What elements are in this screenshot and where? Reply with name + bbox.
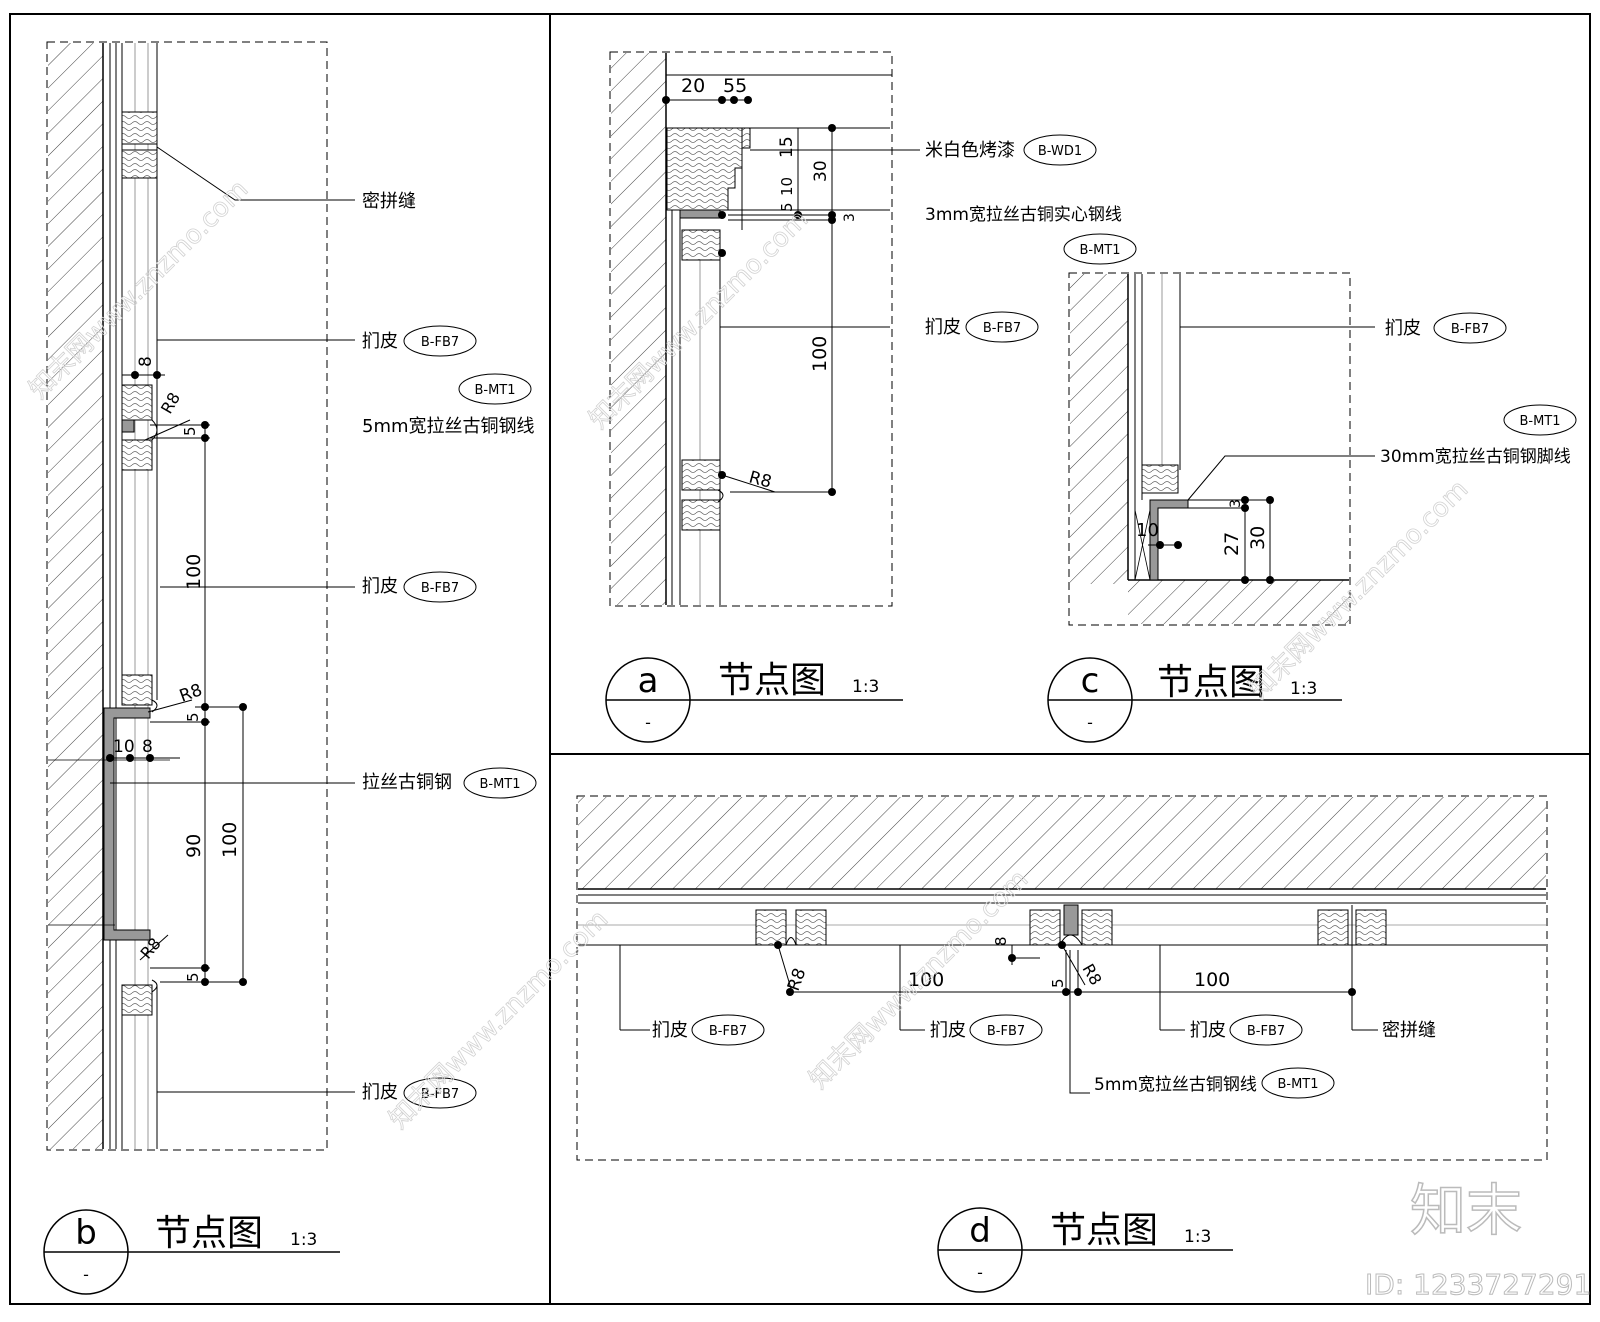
detail-a-title: 节点图 [718,660,826,701]
detail-a-frame [609,51,893,607]
detail-b-dim-5b: 5 [184,712,202,722]
detail-c-dim-10: 10 [1136,520,1159,541]
detail-c-label-skirting: 30mm宽拉丝古铜钢脚线 [1380,447,1571,467]
detail-c-code-fb7: B-FB7 [1451,322,1489,337]
detail-b-dim-r8a: R8 [157,389,184,417]
detail-d-steel-line [1063,904,1079,936]
detail-a-molding [666,127,751,211]
detail-a-dim-10: 10 [778,177,796,196]
detail-b-label-leather-3: 扪皮 [362,1082,398,1103]
detail-a-dim-15: 15 [777,136,797,158]
detail-d-label-leather-1: 扪皮 [652,1020,688,1041]
detail-b: 8 R8 5 100 R8 5 10 8 90 100 R8 5 密拼缝 扪皮 … [43,41,537,1295]
detail-a-dim-r8: R8 [747,468,774,493]
detail-d-wall [578,797,1546,889]
detail-b-wall [48,43,103,1149]
detail-a-code-wd1: B-WD1 [1038,144,1082,159]
detail-c-dim-3: 3 [1228,499,1244,508]
detail-c-floor [1128,580,1349,624]
detail-a-label-paint: 米白色烤漆 [925,140,1015,161]
detail-d-title: 节点图 [1050,1210,1158,1251]
detail-b-dim-10: 10 [113,737,135,757]
detail-d-label-steel-line: 5mm宽拉丝古铜钢线 [1094,1075,1257,1095]
detail-a-wall [611,53,666,605]
detail-a-dim-100: 100 [809,336,831,372]
detail-a-marker-sub: - [645,713,651,732]
detail-a-code-fb7: B-FB7 [983,321,1021,336]
detail-a-dim-30: 30 [811,160,831,182]
id-label: ID: 1233727291 [1365,1268,1591,1301]
detail-d-scale: 1:3 [1184,1227,1211,1247]
detail-b-dim-100a: 100 [183,554,205,590]
detail-c-marker: c [1081,661,1100,701]
detail-b-dim-90: 90 [183,834,205,858]
detail-b-code-mt1: B-MT1 [474,383,515,398]
detail-c-dim-27: 27 [1221,532,1243,556]
detail-d-label-seam: 密拼缝 [1382,1020,1436,1041]
detail-b-code-fb7-2: B-FB7 [421,581,459,596]
detail-b-frame [46,41,328,1151]
detail-b-code-fb7-1: B-FB7 [421,335,459,350]
detail-a-steel-line [679,209,721,219]
watermark-text: 知末网www.znzmo.com [384,904,615,1135]
watermark-text: 知末网www.znzmo.com [804,864,1035,1095]
detail-d-marker-sub: - [977,1263,983,1282]
detail-c-frame [1068,272,1351,626]
sheet-border [9,13,1591,1305]
detail-d-dim-8: 8 [992,936,1010,946]
detail-c-dim-30: 30 [1247,526,1269,550]
detail-d-dim-100a: 100 [908,969,944,991]
detail-b-dim-100b: 100 [219,822,241,858]
detail-a: 20 55 15 30 10 5 3 100 R8 米白色烤漆 B-WD1 3m… [605,51,1122,743]
detail-a-dim-20: 20 [681,75,705,97]
detail-c-marker-sub: - [1087,713,1093,732]
detail-b-scale: 1:3 [290,1230,317,1250]
detail-d-code-fb7-1: B-FB7 [709,1024,747,1039]
detail-d-dim-5: 5 [1049,978,1067,988]
detail-c-title: 节点图 [1157,662,1265,703]
detail-a-dim-5: 5 [778,202,796,212]
detail-c-wall [1070,274,1128,584]
detail-a-label-solid-steel: 3mm宽拉丝古铜实心钢线 [925,205,1122,225]
detail-c-code-mt1: B-MT1 [1519,414,1560,429]
detail-d-dim-r8b: R8 [1079,961,1106,989]
detail-a-scale: 1:3 [852,677,879,697]
detail-a-label-leather: 扪皮 [925,317,961,338]
detail-b-dim-5a: 5 [181,426,199,436]
watermark-logo: 知末 [1410,1179,1522,1244]
detail-d-frame [576,795,1548,1161]
detail-d-dim-100b: 100 [1194,969,1230,991]
detail-b-code-mt1-2: B-MT1 [479,777,520,792]
detail-a-marker: a [638,661,659,701]
detail-c: B-MT1 10 3 27 30 扪皮 B-FB7 B-MT1 3 [1047,233,1577,743]
detail-d-label-leather-3: 扪皮 [1190,1020,1226,1041]
detail-d-code-mt1: B-MT1 [1277,1077,1318,1092]
detail-b-label-leather-1: 扪皮 [362,331,398,352]
detail-b-title: 节点图 [155,1213,263,1254]
detail-d-marker: d [969,1211,991,1251]
detail-b-marker-sub: - [83,1265,89,1284]
detail-b-code-fb7-3: B-FB7 [421,1087,459,1102]
detail-b-dim-8: 8 [136,356,156,367]
detail-b-dim-8b: 8 [142,737,153,757]
detail-c-code-mt1-top: B-MT1 [1079,243,1120,258]
detail-b-label-steel-line: 5mm宽拉丝古铜钢线 [362,416,535,437]
detail-c-label-leather: 扪皮 [1385,318,1421,339]
detail-d-code-fb7-3: B-FB7 [1247,1024,1285,1039]
detail-d-code-fb7-2: B-FB7 [987,1024,1025,1039]
detail-c-scale: 1:3 [1290,679,1317,699]
detail-b-label-seam: 密拼缝 [362,191,416,212]
detail-b-dim-5c: 5 [184,972,202,982]
detail-a-dim-55: 55 [723,75,747,97]
detail-d: R8 8 R8 5 100 100 扪皮 B-FB7 扪皮 B-FB7 扪皮 B… [576,795,1548,1293]
detail-b-marker: b [75,1213,97,1253]
detail-b-label-leather-2: 扪皮 [362,576,398,597]
detail-a-dim-3: 3 [842,213,858,222]
detail-d-label-leather-2: 扪皮 [930,1020,966,1041]
detail-b-label-brushed-steel: 拉丝古铜钢 [362,772,452,793]
